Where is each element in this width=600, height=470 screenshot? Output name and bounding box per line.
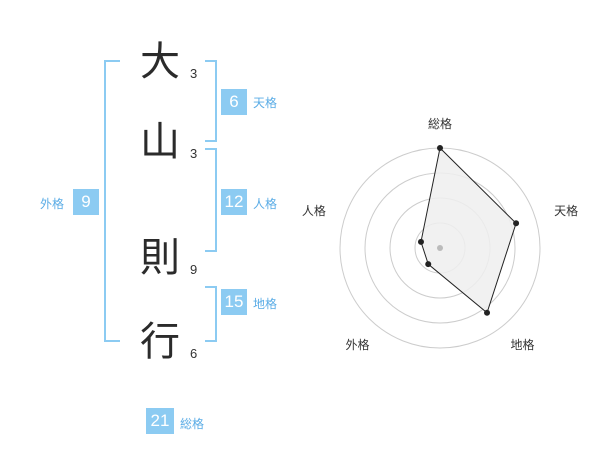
soukaku-value: 21 [146,408,174,434]
radar-point-2 [513,220,520,227]
radar-point-3 [484,309,491,316]
gaikaku-bracket [104,60,120,342]
stroke-count-4: 6 [190,346,198,361]
radar-axis-label-4: 外格 [345,337,369,352]
radar-polygon [420,146,517,314]
radar-axis-label-5: 人格 [302,203,326,218]
radar-axis-label-2: 天格 [554,203,578,218]
stroke-count-3: 9 [190,262,198,277]
gaikaku-label: 外格 [40,197,65,211]
gaikaku-value: 9 [73,189,99,215]
jinkaku-label: 人格 [253,197,278,211]
name-char-3: 則 [140,235,180,281]
soukaku-label: 総格 [180,417,205,431]
tenkaku-label: 天格 [253,96,278,110]
chikaku-label: 地格 [253,297,278,311]
tenkaku-value: 6 [221,89,247,115]
chikaku-bracket [205,286,217,342]
radar-axis-label-3: 地格 [511,337,535,352]
name-char-2: 山 [140,119,180,165]
tenkaku-bracket [205,60,217,142]
name-char-1: 大 [140,39,180,85]
jinkaku-bracket [205,148,217,252]
radar-center-dot [437,245,443,251]
chikaku-value: 15 [221,289,247,315]
radar-axis-label-1: 総格 [428,116,452,131]
stroke-count-2: 3 [190,146,198,161]
radar-point-4 [425,261,432,268]
stroke-count-1: 3 [190,66,198,81]
jinkaku-value: 12 [221,189,247,215]
name-char-4: 行 [140,319,180,365]
radar-point-1 [437,145,443,151]
radar-point-5 [417,238,424,245]
